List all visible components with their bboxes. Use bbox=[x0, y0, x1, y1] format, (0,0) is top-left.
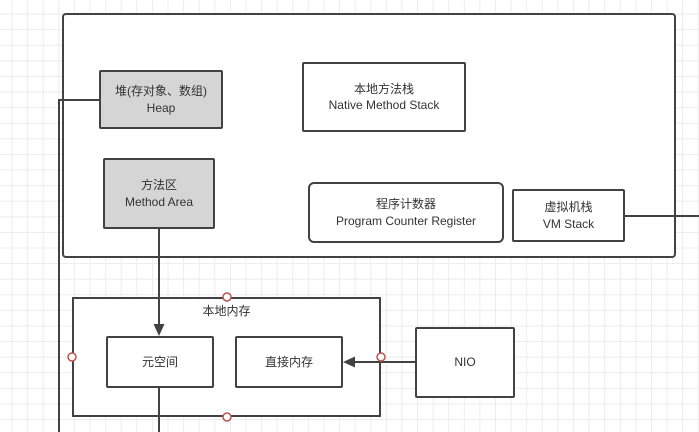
native-memory-label: 本地内存 bbox=[202, 304, 251, 318]
vm-stack-label-zh: 虚拟机栈 bbox=[544, 200, 593, 215]
nio-label: NIO bbox=[454, 355, 476, 370]
node-metaspace[interactable]: 元空间 bbox=[106, 336, 214, 388]
pc-register-label-zh: 程序计数器 bbox=[375, 197, 436, 212]
node-direct-memory[interactable]: 直接内存 bbox=[235, 336, 343, 388]
native-method-stack-label-en: Native Method Stack bbox=[328, 98, 440, 112]
node-heap[interactable]: 堆(存对象、数组) Heap bbox=[99, 70, 223, 129]
node-vm-stack[interactable]: 虚拟机栈 VM Stack bbox=[512, 189, 625, 242]
pc-register-label-en: Program Counter Register bbox=[335, 213, 477, 228]
node-method-area[interactable]: 方法区 Method Area bbox=[103, 158, 215, 229]
native-method-stack-label-zh: 本地方法栈 bbox=[353, 81, 414, 96]
heap-label-en: Heap bbox=[146, 100, 176, 115]
method-area-label-zh: 方法区 bbox=[140, 178, 177, 193]
node-native-method-stack[interactable]: 本地方法栈 Native Method Stack bbox=[302, 62, 466, 132]
heap-label-zh: 堆(存对象、数组) bbox=[115, 84, 207, 99]
node-nio[interactable]: NIO bbox=[415, 327, 515, 398]
method-area-label-en: Method Area bbox=[124, 194, 194, 209]
metaspace-label-zh: 元空间 bbox=[141, 354, 178, 369]
direct-memory-label-zh: 直接内存 bbox=[264, 354, 313, 369]
node-pc-register[interactable]: 程序计数器 Program Counter Register bbox=[308, 182, 504, 243]
vm-stack-label-en: VM Stack bbox=[542, 216, 595, 231]
